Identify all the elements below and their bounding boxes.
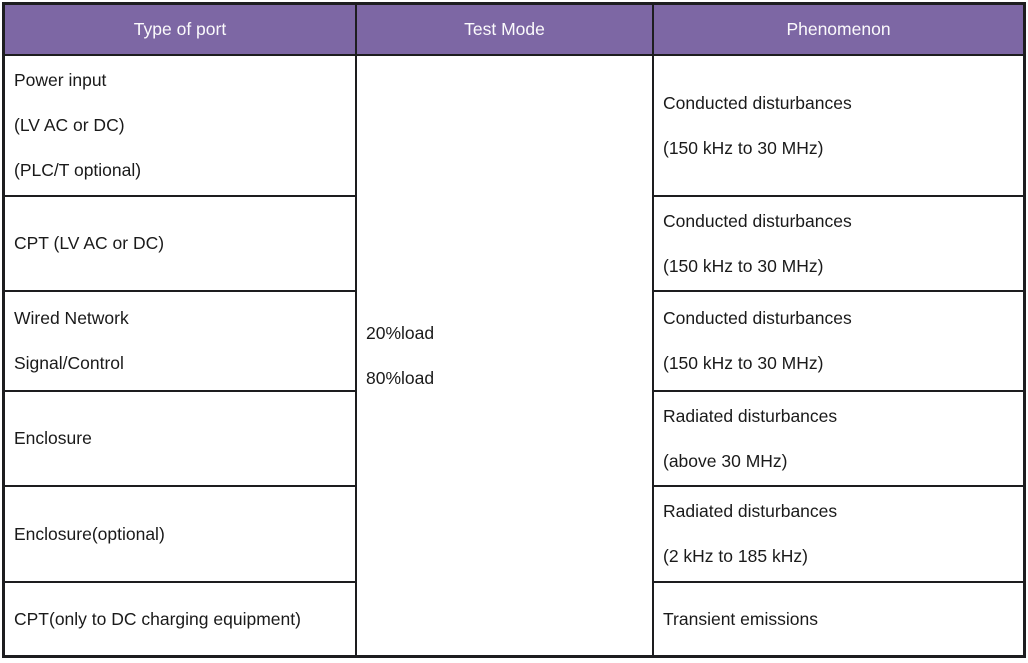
phenomenon-cell-transient: Transient emissions — [654, 583, 1023, 655]
port-line: Signal/Control — [14, 353, 124, 373]
test-mode-line: 20%load — [366, 322, 435, 343]
header-phenomenon: Phenomenon — [654, 5, 1023, 56]
port-cell-enclosure-optional: Enclosure(optional) — [5, 487, 357, 583]
test-mode-cell: 20%load 80%load — [357, 56, 654, 655]
port-cell-power-input: Power input (LV AC or DC) (PLC/T optiona… — [5, 56, 357, 197]
phenomenon-line: Radiated disturbances — [663, 405, 838, 426]
phenomenon-line: (2 kHz to 185 kHz) — [663, 546, 808, 566]
port-line: CPT(only to DC charging equipment) — [14, 608, 301, 629]
port-line: Enclosure — [14, 428, 92, 448]
phenomenon-line: Radiated disturbances — [663, 501, 838, 521]
phenomenon-line: (150 kHz to 30 MHz) — [663, 255, 824, 276]
port-cell-cpt-dc-charging: CPT(only to DC charging equipment) — [5, 583, 357, 655]
phenomenon-cell-conducted-2: Conducted disturbances (150 kHz to 30 MH… — [654, 197, 1023, 292]
port-cell-cpt-lv: CPT (LV AC or DC) — [5, 197, 357, 292]
phenomenon-line: Conducted disturbances — [663, 308, 852, 328]
port-line: CPT (LV AC or DC) — [14, 233, 165, 253]
phenomenon-cell-conducted-3: Conducted disturbances (150 kHz to 30 MH… — [654, 292, 1023, 392]
port-line: (PLC/T optional) — [14, 160, 142, 180]
header-test-mode: Test Mode — [357, 5, 654, 56]
phenomenon-line: Conducted disturbances — [663, 210, 852, 231]
port-line: Power input — [14, 70, 107, 90]
phenomenon-cell-radiated-2: Radiated disturbances (2 kHz to 185 kHz) — [654, 487, 1023, 583]
header-type-of-port: Type of port — [5, 5, 357, 56]
phenomenon-line: (above 30 MHz) — [663, 450, 788, 471]
phenomenon-line: (150 kHz to 30 MHz) — [663, 353, 824, 373]
port-cell-enclosure: Enclosure — [5, 392, 357, 487]
port-line: Enclosure(optional) — [14, 523, 165, 544]
header-type-of-port-label: Type of port — [133, 19, 227, 39]
header-phenomenon-label: Phenomenon — [786, 19, 891, 39]
test-mode-line: 80%load — [366, 367, 435, 388]
phenomenon-line: (150 kHz to 30 MHz) — [663, 137, 824, 158]
phenomenon-line: Transient emissions — [663, 608, 818, 629]
phenomenon-cell-conducted-1: Conducted disturbances (150 kHz to 30 MH… — [654, 56, 1023, 197]
header-test-mode-label: Test Mode — [464, 19, 545, 39]
phenomenon-cell-radiated-1: Radiated disturbances (above 30 MHz) — [654, 392, 1023, 487]
port-cell-wired-network: Wired Network Signal/Control — [5, 292, 357, 392]
port-line: (LV AC or DC) — [14, 115, 125, 135]
phenomenon-line: Conducted disturbances — [663, 92, 852, 113]
port-line: Wired Network — [14, 308, 129, 328]
